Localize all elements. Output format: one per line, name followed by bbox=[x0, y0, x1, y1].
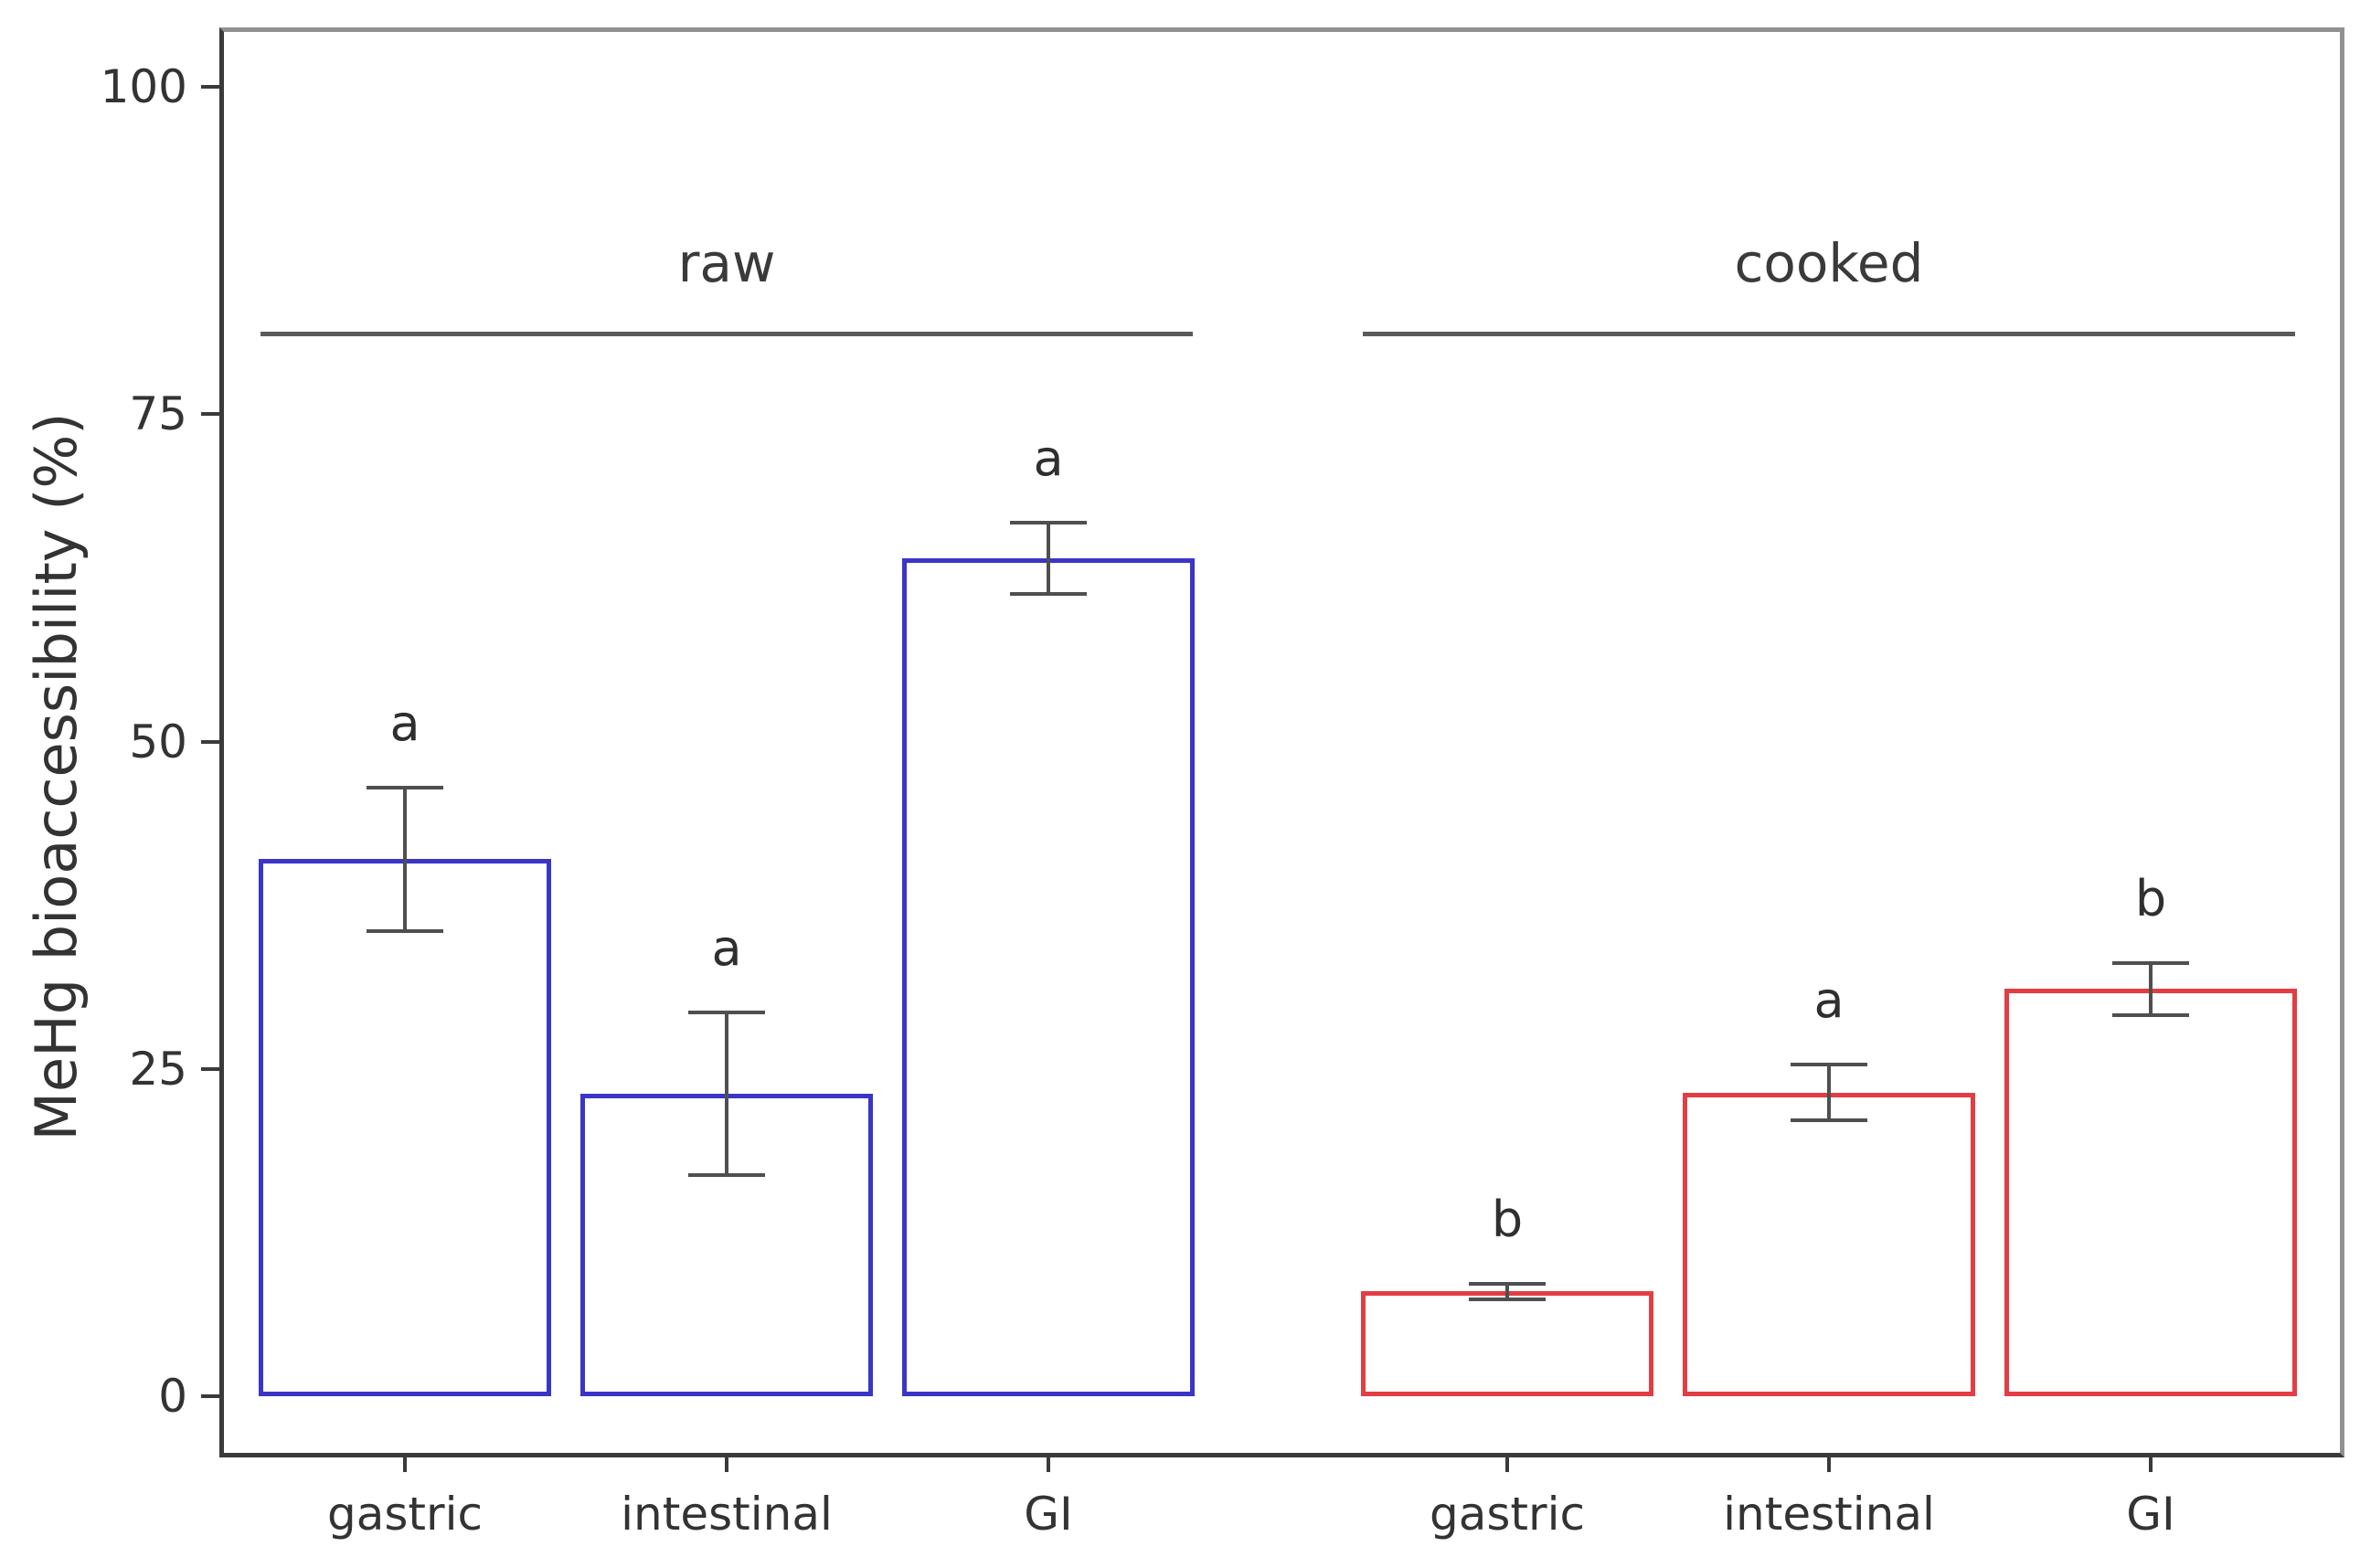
x-axis-tick bbox=[1047, 1457, 1050, 1472]
x-axis-tick bbox=[403, 1457, 407, 1472]
error-bar-cap-top bbox=[1791, 1063, 1867, 1067]
significance-letter: a bbox=[389, 694, 420, 752]
significance-letter: a bbox=[711, 919, 742, 978]
plot-panel-border bbox=[219, 27, 2344, 1457]
error-bar-line bbox=[403, 787, 407, 932]
x-tick-label: intestinal bbox=[621, 1488, 833, 1541]
y-tick-label: 75 bbox=[129, 387, 187, 441]
error-bar-line bbox=[725, 1012, 728, 1175]
error-bar-line bbox=[2149, 962, 2153, 1015]
error-bar-cap-bottom bbox=[688, 1172, 765, 1177]
bar-cooked-intestinal bbox=[1683, 1092, 1975, 1396]
error-bar-cap-bottom bbox=[1791, 1118, 1867, 1122]
x-tick-label: intestinal bbox=[1723, 1488, 1935, 1541]
y-axis-tick bbox=[201, 1066, 219, 1071]
significance-letter: b bbox=[1491, 1190, 1524, 1248]
x-axis-tick bbox=[2149, 1457, 2153, 1472]
y-axis-tick bbox=[201, 739, 219, 744]
error-bar-line bbox=[1047, 523, 1050, 594]
significance-letter: a bbox=[1813, 971, 1844, 1030]
error-bar-cap-top bbox=[1010, 521, 1087, 525]
x-tick-label: GI bbox=[1024, 1488, 1073, 1541]
y-axis-tick bbox=[201, 412, 219, 417]
error-bar-line bbox=[1827, 1065, 1831, 1120]
error-bar-cap-top bbox=[367, 785, 443, 789]
group-underline bbox=[260, 332, 1193, 336]
error-bar-cap-bottom bbox=[367, 929, 443, 934]
y-axis-tick bbox=[201, 1394, 219, 1398]
y-tick-label: 25 bbox=[129, 1042, 187, 1096]
error-bar-cap-top bbox=[1469, 1281, 1546, 1286]
x-axis-tick bbox=[1505, 1457, 1509, 1472]
error-bar-cap-top bbox=[2112, 960, 2189, 965]
x-axis-tick bbox=[1827, 1457, 1831, 1472]
y-tick-label: 50 bbox=[129, 715, 187, 768]
error-bar-cap-bottom bbox=[1010, 591, 1087, 596]
significance-letter: a bbox=[1033, 429, 1064, 488]
bar-cooked-GI bbox=[2004, 989, 2297, 1396]
y-axis-tick bbox=[201, 85, 219, 89]
bar-raw-gastric bbox=[259, 859, 551, 1396]
x-tick-label: GI bbox=[2126, 1488, 2175, 1541]
bar-cooked-gastric bbox=[1361, 1291, 1653, 1396]
group-label: raw bbox=[677, 232, 776, 294]
y-tick-label: 0 bbox=[158, 1370, 187, 1423]
significance-letter: b bbox=[2134, 869, 2167, 927]
error-bar-cap-bottom bbox=[1469, 1297, 1546, 1301]
error-bar-cap-bottom bbox=[2112, 1012, 2189, 1017]
x-axis-tick bbox=[725, 1457, 728, 1472]
group-label: cooked bbox=[1734, 232, 1924, 294]
error-bar-line bbox=[1505, 1283, 1509, 1299]
x-tick-label: gastric bbox=[1430, 1488, 1585, 1541]
group-underline bbox=[1363, 332, 2295, 336]
error-bar-cap-top bbox=[688, 1011, 765, 1015]
x-tick-label: gastric bbox=[327, 1488, 483, 1541]
y-tick-label: 100 bbox=[100, 60, 187, 113]
bar-raw-GI bbox=[902, 557, 1195, 1396]
